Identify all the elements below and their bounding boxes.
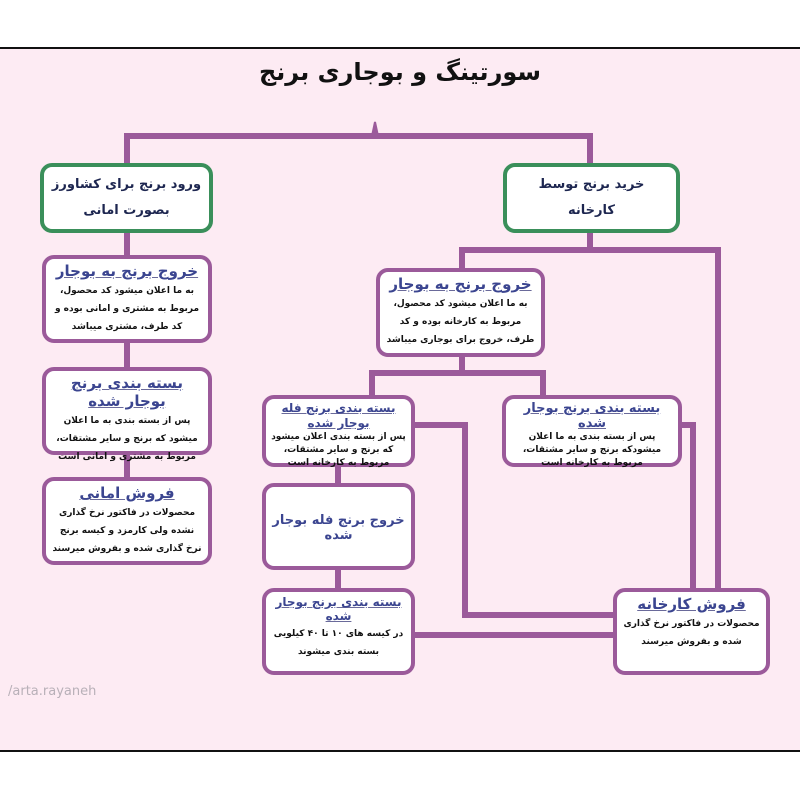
node-farmer-entry: ورود برنج برای کشاورز بصورت امانی [40, 163, 213, 233]
node-left-exit: خروج برنج به بوجار به ما اعلان میشود کد … [42, 255, 212, 343]
node-description: پس از بسته بندی به ما اعلان میشود که برن… [56, 416, 198, 462]
bulk-to-sale-connector [415, 422, 613, 618]
node-label: ورود برنج برای کشاورز [51, 177, 202, 192]
top-connector [124, 133, 593, 163]
node-heading: بسته بندی برنج فله بوجار شده [281, 401, 396, 430]
node-bulk-packaging: بسته بندی برنج فله بوجار شده پس از بسته … [262, 395, 415, 468]
node-heading: خروج برنج به بوجار [55, 262, 199, 280]
node-trust-sale: فروش امانی محصولات در فاکتور نرخ گذاری ن… [42, 477, 212, 565]
node-description: به ما اعلان میشود کد محصول، مربوط به کار… [386, 299, 535, 345]
node-description: پس از بسته بندی اعلان میشود که برنج و سا… [271, 432, 406, 468]
node-description: به ما اعلان میشود کد محصول، مربوط به مشت… [54, 286, 200, 332]
node-factory-purchase: خرید برنج توسط کارخانه [503, 163, 680, 233]
node-description: در کیسه های ۱۰ تا ۴۰ کیلویی بسته بندی می… [273, 629, 404, 657]
node-heading: خروج برنج فله بوجار شده [272, 513, 405, 543]
node-description: محصولات در فاکتور نرخ گذاری نشده ولی کار… [52, 508, 202, 554]
node-description: پس از بسته بندی به ما اعلان میشودکه برنج… [522, 432, 662, 468]
page-title: سورتینگ و بوجاری برنج [258, 58, 542, 86]
watermark: /arta.rayaneh [8, 684, 97, 699]
top-notch [370, 121, 380, 137]
right-pack-to-sale-connector [682, 422, 696, 588]
node-right-packaging: بسته بندی برنج بوجار شده پس از بسته بندی… [502, 395, 682, 468]
node-heading: بسته بندی برنج بوجار شده [275, 595, 402, 623]
node-center-exit: خروج برنج به بوجار به ما اعلان میشود کد … [376, 268, 545, 357]
node-label: بصورت امانی [83, 203, 170, 218]
node-heading: بسته بندی برنج بوجار شده [523, 401, 661, 431]
center-split-connector [369, 357, 546, 395]
node-bulk-exit: خروج برنج فله بوجار شده [262, 483, 415, 570]
node-heading: بسته بندی برنج بوجار شده [70, 374, 184, 410]
factory-branch-connector [459, 233, 721, 590]
node-description: محصولات در فاکتور نرخ گذاری شده و بفروش … [623, 619, 760, 647]
node-factory-sale: فروش کارخانه محصولات در فاکتور نرخ گذاری… [613, 588, 770, 675]
node-heading: فروش کارخانه [637, 595, 746, 613]
node-heading: خروج برنج به بوجار [389, 275, 532, 293]
node-bag-packaging: بسته بندی برنج بوجار شده در کیسه های ۱۰ … [262, 588, 415, 675]
node-label: خرید برنج توسط کارخانه [538, 177, 645, 218]
node-left-packaging: بسته بندی برنج بوجار شده پس از بسته بندی… [42, 367, 212, 462]
node-heading: فروش امانی [79, 484, 175, 502]
